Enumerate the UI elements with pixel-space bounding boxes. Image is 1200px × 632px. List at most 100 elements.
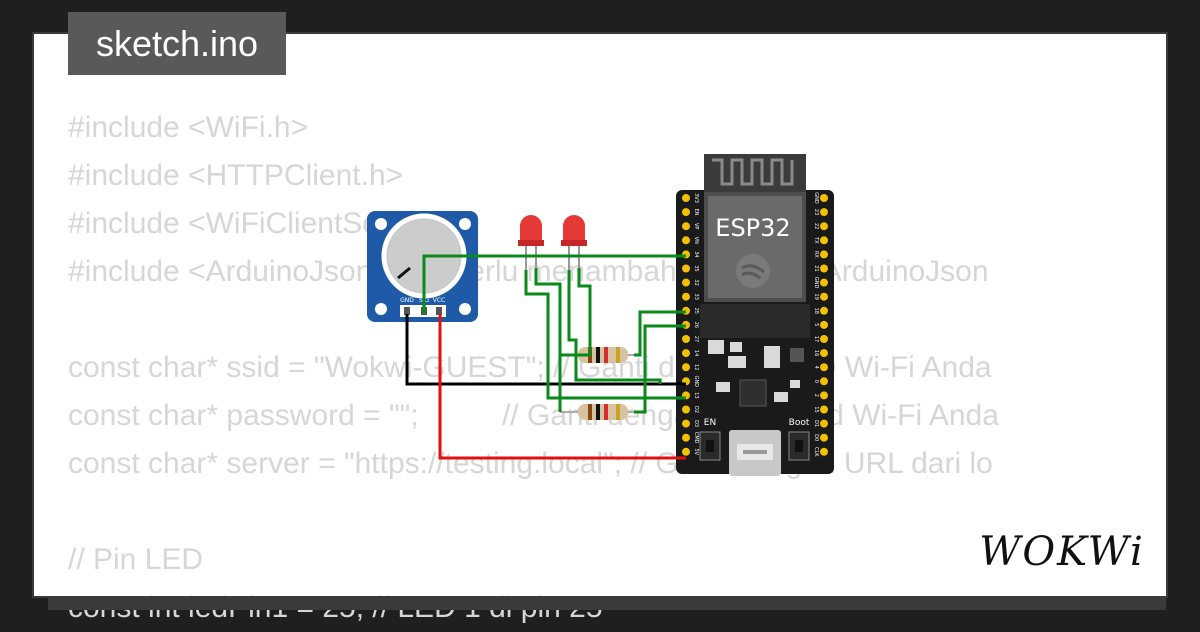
wire-r1 [634,310,686,357]
code-line: // Pin LED [68,543,204,576]
right-pin[interactable] [820,349,828,358]
code-line: #include <WiFi.h> [68,111,309,144]
wire-led2-cathode [560,268,592,357]
right-pin-label: 4 [813,366,819,369]
right-pin-label: 21 [813,265,819,271]
left-pin[interactable] [682,292,690,301]
right-pin-label: 15 [813,406,819,412]
pot-vcc-label: VCC [433,297,445,304]
wokwi-logo-text: WOKWi [979,529,1145,575]
boot-button[interactable] [788,431,810,461]
right-pin-label: 16 [813,350,819,356]
left-pin-label: GND [693,376,699,388]
left-pin-label: VN [693,237,699,244]
right-pin[interactable] [820,236,828,245]
right-pin-label: 23 [813,209,819,215]
left-pin[interactable] [682,447,690,456]
right-pin[interactable] [820,306,828,315]
left-pin-label: 32 [693,279,699,285]
left-pin-label: 3V3 [693,193,699,203]
left-pin[interactable] [682,363,690,372]
left-pin-label: 12 [693,364,699,370]
left-pin[interactable] [682,335,690,343]
right-pin[interactable] [820,335,828,343]
left-pin[interactable] [682,236,690,245]
panel-shadow [48,596,1166,610]
right-pin[interactable] [820,250,828,259]
left-pin-label: 27 [693,336,699,342]
wires [405,254,686,460]
left-pin-label: 34 [693,251,699,257]
right-pin-label: TX [813,236,819,244]
right-pin-label: D0 [813,434,819,441]
left-pin[interactable] [682,433,690,442]
en-button[interactable] [699,431,721,461]
resistor-2[interactable] [560,404,634,420]
right-pin-label: GND [813,192,819,204]
file-tab[interactable]: sketch.ino [68,12,286,75]
wokwi-logo: WOKWi [979,529,1145,575]
code-line: #include <HTTPClient.h> [68,159,404,192]
right-pin[interactable] [820,419,828,428]
right-pin[interactable] [820,377,828,386]
right-pin-label: 0 [813,380,819,383]
usb-connector [729,430,781,476]
right-pin-label: GND [813,277,819,289]
right-pin[interactable] [820,363,828,372]
right-pin[interactable] [820,433,828,442]
right-pin[interactable] [820,292,828,301]
en-label: EN [704,418,716,428]
left-pin-header: 3V3ENVPVN343532332526271412GND13D2D3CMD5… [682,193,699,456]
right-pin[interactable] [820,320,828,329]
right-pin-label: CLK [813,447,819,457]
left-pin[interactable] [682,222,690,231]
wire-vcc [438,314,686,460]
wire-sig [422,254,686,314]
left-pin-label: 33 [693,294,699,300]
left-pin-label: 13 [693,392,699,398]
right-pin-label: 5 [813,323,819,326]
right-pin[interactable] [820,391,828,400]
right-pin[interactable] [820,447,828,456]
right-pin-label: 19 [813,294,819,300]
right-pin[interactable] [820,208,828,217]
right-pin-label: 22 [813,223,819,229]
left-pin[interactable] [682,405,690,414]
right-pin[interactable] [820,194,828,202]
espressif-logo-icon [736,254,770,288]
wire-led1 [524,270,686,400]
right-pin[interactable] [820,264,828,273]
boot-label: Boot [789,418,810,428]
left-pin-label: D3 [693,420,699,427]
left-pin-label: D2 [693,406,699,413]
left-pin-label: VP [693,223,699,229]
left-pin-label: 35 [693,265,699,271]
right-pin[interactable] [820,222,828,231]
left-pin[interactable] [682,278,690,287]
right-pin[interactable] [820,278,828,287]
right-pin-label: 2 [813,394,819,397]
wire-led2 [567,270,662,384]
left-pin[interactable] [682,349,690,358]
right-pin-label: RX [813,251,819,258]
left-pin[interactable] [682,419,690,428]
left-pin-label: EN [693,209,699,216]
right-pin[interactable] [820,405,828,414]
left-pin[interactable] [682,264,690,273]
left-pin-label: 5V [693,448,699,455]
right-pin-label: 18 [813,308,819,314]
right-pin-label: 17 [813,336,819,342]
wire-gnd [405,314,686,386]
left-pin-label: CMD [693,432,699,444]
left-pin[interactable] [682,194,690,202]
led-2[interactable] [561,215,587,270]
left-pin-label: 14 [693,350,699,356]
led-1[interactable] [518,215,544,270]
right-pin-label: D1 [813,420,819,427]
left-pin[interactable] [682,208,690,217]
esp32-label: ESP32 [715,214,790,242]
wire-led-gnd [534,268,562,412]
